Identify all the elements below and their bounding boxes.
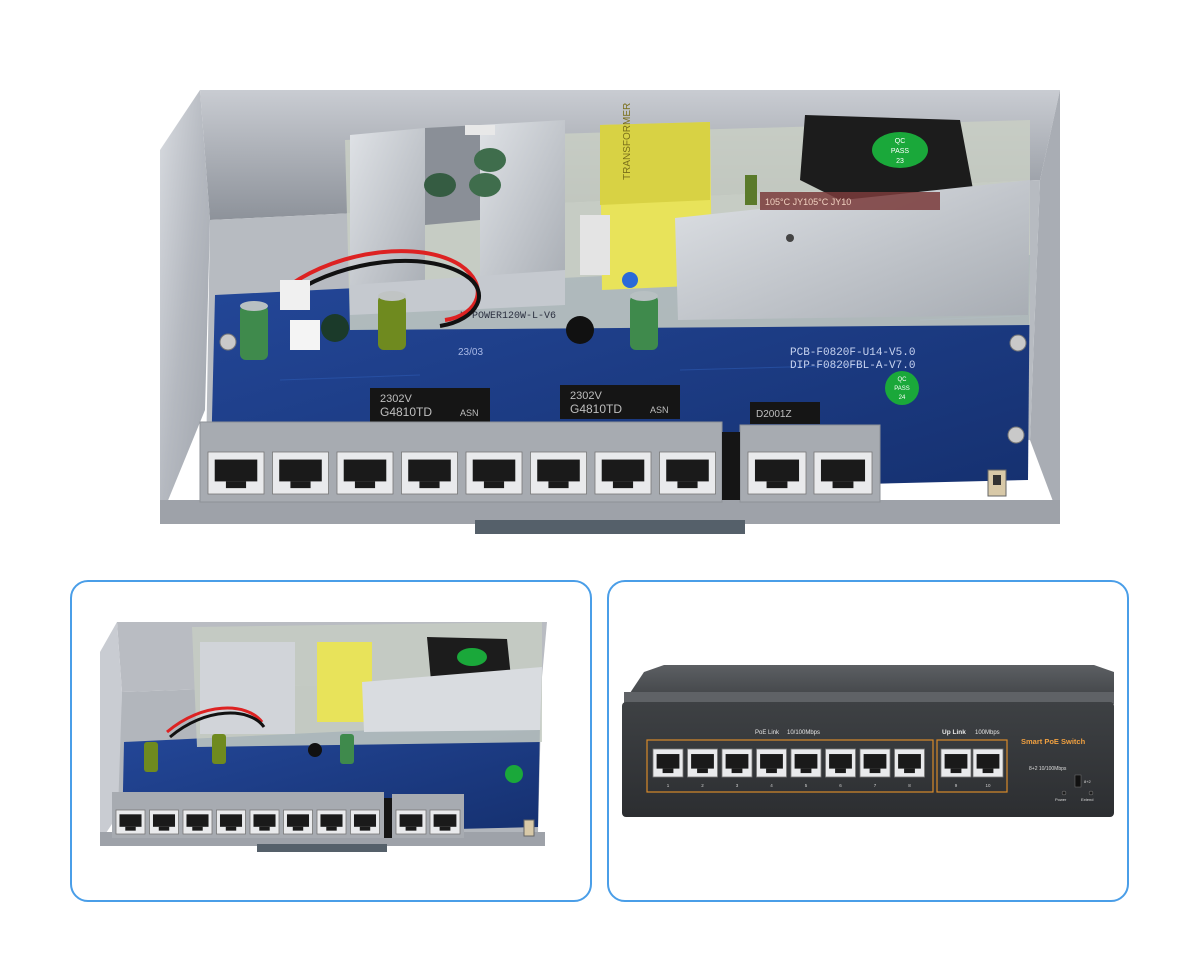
chip-2-name: G4810TD <box>570 402 622 416</box>
chip-2-brand: ASN <box>650 405 669 415</box>
front-rj45-ports <box>652 748 1004 778</box>
chip-2-code: 2302V <box>570 390 602 402</box>
hero-port-4[interactable] <box>401 451 458 495</box>
thumbnail-rj45-ports <box>115 809 461 835</box>
hero-port-5[interactable] <box>465 451 523 495</box>
hero-port-3[interactable] <box>336 451 394 495</box>
thumb-port-3[interactable] <box>182 809 213 835</box>
thumbnail-internal-panel <box>70 580 592 902</box>
front-port-5[interactable] <box>790 748 822 778</box>
front-port-numbers: 1 2 3 4 5 6 7 8 9 10 <box>667 783 991 788</box>
thumb-port-8[interactable] <box>350 809 380 835</box>
extend-led <box>1088 790 1094 796</box>
qc-label-mid-1: PASS <box>891 148 909 155</box>
qc-num-1: 23 <box>896 158 904 165</box>
thumb-port-1[interactable] <box>115 809 146 835</box>
front-port-4[interactable] <box>756 748 787 778</box>
hero-port-8[interactable] <box>659 451 716 495</box>
date-code: 23/03 <box>458 347 483 358</box>
hero-port-2[interactable] <box>272 451 329 495</box>
thumb-uplink-port-2[interactable] <box>429 809 461 835</box>
brand-label: Smart PoE Switch <box>1021 737 1086 746</box>
sub-label: 8+2 10/100Mbps <box>1029 766 1067 772</box>
speed-label-2: 100Mbps <box>975 730 1000 736</box>
capacitor-text: 105°C JY105°C JY10 <box>765 197 851 207</box>
hero-internal-view: TRANSFORMER QC PASS 23 105°C JY105°C JY1… <box>160 80 1060 540</box>
port-number-2: 2 <box>701 783 704 788</box>
front-port-2[interactable] <box>687 748 718 778</box>
thumb-port-7[interactable] <box>316 809 347 835</box>
thumb-uplink-port-1[interactable] <box>395 809 427 835</box>
front-port-7[interactable] <box>859 748 891 778</box>
thumb-port-6[interactable] <box>283 809 313 835</box>
thumb-port-4[interactable] <box>216 809 246 835</box>
qc-num-2: 24 <box>899 395 906 401</box>
port-number-4: 4 <box>770 783 773 788</box>
hero-port-1[interactable] <box>207 451 265 495</box>
extend-led-label: Extend <box>1081 797 1093 802</box>
power-led <box>1061 790 1067 796</box>
port-number-3: 3 <box>736 783 739 788</box>
front-port-1[interactable] <box>652 748 684 778</box>
hero-rj45-ports <box>207 451 873 495</box>
pcb-label-2: DIP-F0820FBL-A-V7.0 <box>790 360 915 372</box>
front-port-8[interactable] <box>894 748 925 778</box>
front-port-9[interactable] <box>940 748 972 778</box>
port-number-10: 10 <box>985 783 991 788</box>
switch-front-image: PoE Link 10/100Mbps Up Link 100Mbps Smar… <box>622 665 1114 817</box>
port-number-9: 9 <box>955 783 958 788</box>
pcb-label-1: PCB-F0820F-U14-V5.0 <box>790 347 915 359</box>
front-port-3[interactable] <box>721 748 753 778</box>
svg-text:TRANSFORMER: TRANSFORMER <box>622 103 633 180</box>
port-number-1: 1 <box>667 783 670 788</box>
switch-front-panel: PoE Link 10/100Mbps Up Link 100Mbps Smar… <box>607 580 1129 902</box>
mode-toggle-switch[interactable] <box>1074 774 1082 788</box>
port-number-6: 6 <box>839 783 842 788</box>
hero-uplink-port-1[interactable] <box>747 451 807 495</box>
uplink-label: Up Link <box>942 729 966 736</box>
front-port-10[interactable] <box>972 748 1004 778</box>
port-number-5: 5 <box>805 783 808 788</box>
power-led-label: Power <box>1055 797 1067 802</box>
hero-uplink-port-2[interactable] <box>813 451 873 495</box>
qc-label-top-1: QC <box>895 138 906 145</box>
toggle-label: 8+2 <box>1084 779 1092 784</box>
port-number-8: 8 <box>908 783 911 788</box>
qc-label-top-2: QC <box>898 377 908 383</box>
poe-link-label: PoE Link <box>755 730 780 736</box>
chip-1-brand: ASN <box>460 408 479 418</box>
thumbnail-internal-image <box>100 622 547 852</box>
speed-label-1: 10/100Mbps <box>787 730 820 736</box>
qc-label-mid-2: PASS <box>894 386 910 392</box>
port-number-7: 7 <box>874 783 877 788</box>
chip-1-code: 2302V <box>380 393 412 405</box>
front-port-6[interactable] <box>825 748 856 778</box>
part-code: D2001Z <box>756 409 792 420</box>
switch-internal-image: TRANSFORMER QC PASS 23 105°C JY105°C JY1… <box>160 90 1060 534</box>
thumb-port-5[interactable] <box>249 809 280 835</box>
thumb-port-2[interactable] <box>149 809 179 835</box>
chip-1-name: G4810TD <box>380 405 432 419</box>
hero-port-6[interactable] <box>530 451 587 495</box>
hero-port-7[interactable] <box>594 451 652 495</box>
power-board-label: H-POWER120W-L-V6 <box>460 311 556 322</box>
